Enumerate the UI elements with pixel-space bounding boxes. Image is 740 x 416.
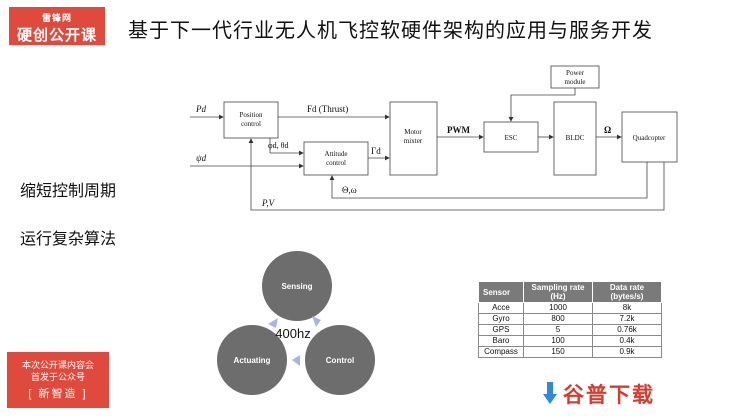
signal-theta-omega: Θ,ω — [342, 185, 357, 195]
download-arrow-icon — [543, 382, 557, 404]
arrow-control-to-actuating — [292, 355, 300, 366]
promo-line3: [ 新智造 ] — [28, 388, 88, 400]
motor-mixter-block — [389, 101, 438, 176]
cell-sampling: 800 — [523, 313, 593, 325]
bullet-complex-algorithms: 运行复杂算法 — [20, 229, 117, 248]
quadcopter-label: Quadcopter — [633, 134, 666, 142]
cell-sensor: Compass — [478, 346, 524, 358]
promo-badge: 本次公开课内容会 首发于公众号 [ 新智造 ] — [7, 352, 109, 408]
cell-sensor: GPS — [478, 324, 524, 336]
brand-line1: 雷锋网 — [41, 13, 72, 23]
bldc-block — [553, 101, 597, 176]
page-title: 基于下一代行业无人机飞控软硬件架构的应用与服务开发 — [128, 18, 653, 42]
cell-sensor: Acce — [478, 302, 524, 314]
signal-pv: P,V — [261, 198, 276, 208]
sensing-circle — [262, 251, 332, 321]
table-row: Gyro 800 7.2k — [478, 313, 662, 325]
table-row: GPS 5 0.76k — [478, 324, 662, 336]
actuating-circle — [217, 325, 287, 395]
sense-control-act-cycle: Sensing Actuating Control 400hz — [217, 251, 375, 395]
position-control-label-2: control — [241, 120, 261, 128]
attitude-control-label-1: Attitude — [325, 150, 348, 158]
signal-thrust: Fd (Thrust) — [307, 104, 348, 114]
motor-mixter-label-2: mixter — [404, 137, 423, 145]
power-module-label-2: module — [565, 78, 586, 86]
table-row: Acce 1000 8k — [478, 302, 662, 314]
position-control-label-1: Position — [240, 111, 263, 119]
input-psi: ψd — [196, 153, 207, 163]
cell-data: 7.2k — [592, 313, 662, 325]
sensing-label: Sensing — [281, 282, 312, 291]
arrow-sensing-to-control — [312, 316, 321, 327]
table-row: Baro 100 0.4k — [478, 335, 662, 347]
esc-label: ESC — [505, 134, 518, 142]
table-header-row: Sensor Sampling rate (Hz) Data rate (byt… — [478, 281, 662, 303]
cell-data: 0.4k — [592, 335, 662, 347]
signal-omega: Ω — [604, 125, 611, 135]
cell-data: 8k — [592, 302, 662, 314]
brand-logo: 雷锋网 硬创公开课 — [9, 7, 105, 45]
attitude-control-block — [303, 141, 369, 176]
power-module-label-1: Power — [566, 69, 585, 77]
bullet-shorten-cycle: 缩短控制周期 — [20, 181, 117, 200]
actuating-label: Actuating — [234, 356, 271, 365]
control-circle — [305, 325, 375, 395]
table-row: Compass 150 0.9k — [478, 346, 662, 358]
signal-gamma: Γd — [371, 146, 381, 156]
signal-pwm: PWM — [447, 125, 470, 135]
promo-line1: 本次公开课内容会 — [21, 360, 94, 370]
frequency-label: 400hz — [275, 326, 310, 341]
sensor-table: Sensor Sampling rate (Hz) Data rate (byt… — [478, 281, 662, 358]
sensor-table-wrap: Sensor Sampling rate (Hz) Data rate (byt… — [478, 281, 662, 358]
control-label: Control — [326, 356, 354, 365]
cell-sampling: 150 — [523, 346, 593, 358]
brand-line2: 硬创公开课 — [16, 27, 97, 44]
cell-sampling: 1000 — [523, 302, 593, 314]
cell-data: 0.9k — [592, 346, 662, 358]
promo-line2: 首发于公众号 — [30, 372, 85, 382]
col-sampling-rate: Sampling rate (Hz) — [523, 281, 593, 303]
cell-sampling: 5 — [523, 324, 593, 336]
signal-phi-theta: φd, θd — [268, 141, 288, 150]
quadcopter-block — [621, 111, 678, 163]
motor-mixter-label-1: Motor — [404, 128, 422, 136]
cell-sensor: Gyro — [478, 313, 524, 325]
attitude-control-label-2: control — [326, 159, 346, 167]
position-control-block — [223, 101, 279, 139]
col-sensor: Sensor — [478, 281, 524, 303]
cell-sensor: Baro — [478, 335, 524, 347]
cell-data: 0.76k — [592, 324, 662, 336]
cell-sampling: 100 — [523, 335, 593, 347]
col-data-rate: Data rate (bytes/s) — [592, 281, 662, 303]
bldc-label: BLDC — [566, 134, 585, 142]
input-pd: Pd — [195, 104, 206, 114]
watermark-text: 谷普下载 — [563, 383, 655, 407]
esc-block — [483, 121, 539, 153]
arrow-actuating-to-sensing — [268, 318, 278, 328]
